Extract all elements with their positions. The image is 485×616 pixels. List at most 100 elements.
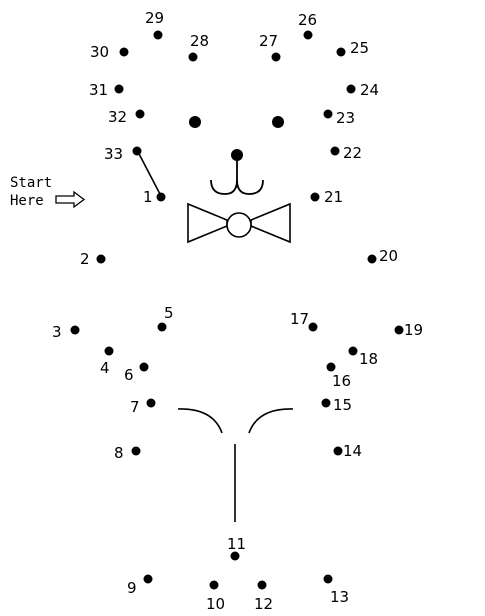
dot-number-label: 17 [290, 310, 309, 328]
dot-marker [153, 30, 163, 40]
dot-33: 33 [104, 145, 142, 163]
right-leg-curve [248, 408, 294, 434]
dot-number-label: 11 [227, 535, 246, 553]
dot-3: 3 [52, 323, 80, 341]
dot-number-label: 3 [52, 323, 62, 341]
dot-marker [323, 109, 333, 119]
dot-16: 16 [326, 362, 351, 390]
bow-tie [187, 202, 291, 244]
left-eye [189, 116, 201, 128]
dot-8: 8 [114, 444, 141, 462]
dot-marker [348, 346, 358, 356]
dot-number-label: 5 [164, 304, 174, 322]
dot-18: 18 [348, 346, 378, 368]
dot-22: 22 [330, 144, 362, 162]
dot-number-label: 4 [100, 359, 110, 377]
dot-number-label: 27 [259, 32, 278, 50]
dot-marker [157, 322, 167, 332]
dot-number-label: 28 [190, 32, 209, 50]
dot-13: 13 [323, 574, 349, 606]
dot-30: 30 [90, 43, 129, 61]
dot-number-label: 31 [89, 81, 108, 99]
start-label-line2: Here [10, 193, 44, 209]
dot-marker [135, 109, 145, 119]
dot-15: 15 [321, 396, 352, 414]
dot-number-label: 2 [80, 250, 90, 268]
dot-number-label: 24 [360, 81, 379, 99]
dot-21: 21 [310, 188, 343, 206]
nose [231, 149, 243, 161]
dot-2: 2 [80, 250, 106, 268]
dot-marker [114, 84, 124, 94]
dot-number-label: 19 [404, 321, 423, 339]
dot-number-label: 16 [332, 372, 351, 390]
dot-marker [310, 192, 320, 202]
dot-number-label: 18 [359, 350, 378, 368]
dot-marker [143, 574, 153, 584]
dot-10: 10 [206, 580, 225, 613]
dot-number-label: 12 [254, 595, 273, 613]
dot-marker [70, 325, 80, 335]
dot-marker [209, 580, 219, 590]
dot-number-label: 23 [336, 109, 355, 127]
dot-marker [104, 346, 114, 356]
dot-number-label: 21 [324, 188, 343, 206]
dot-number-label: 29 [145, 9, 164, 27]
dot-marker [271, 52, 281, 62]
dot-20: 20 [367, 247, 398, 265]
dot-marker [336, 47, 346, 57]
dot-26: 26 [298, 11, 317, 40]
dot-32: 32 [108, 108, 145, 126]
dot-marker [146, 398, 156, 408]
dot-number-label: 13 [330, 588, 349, 606]
dot-31: 31 [89, 81, 124, 99]
dot-5: 5 [157, 304, 174, 332]
dot-1: 1 [143, 188, 166, 206]
dot-number-label: 9 [127, 579, 137, 597]
dot-number-label: 32 [108, 108, 127, 126]
dot-29: 29 [145, 9, 164, 40]
dot-number-label: 8 [114, 444, 124, 462]
dot-number-label: 25 [350, 39, 369, 57]
dot-number-label: 7 [130, 398, 140, 416]
dot-17: 17 [290, 310, 318, 332]
start-arrow-icon [55, 190, 86, 209]
dot-marker [394, 325, 404, 335]
dot-marker [188, 52, 198, 62]
dot-7: 7 [130, 398, 156, 416]
dot-marker [132, 146, 142, 156]
dot-number-label: 14 [343, 442, 362, 460]
dot-marker [156, 192, 166, 202]
dot-number-label: 10 [206, 595, 225, 613]
mouth-right [236, 179, 264, 195]
dot-marker [119, 47, 129, 57]
dot-6: 6 [124, 362, 149, 384]
dot-marker [139, 362, 149, 372]
dot-marker [326, 362, 336, 372]
dot-marker [321, 398, 331, 408]
dot-11: 11 [227, 535, 246, 561]
dot-marker [367, 254, 377, 264]
dot-14: 14 [333, 442, 362, 460]
dot-marker [303, 30, 313, 40]
right-eye [272, 116, 284, 128]
left-leg-curve [177, 408, 223, 434]
dot-9: 9 [127, 574, 153, 597]
dot-number-label: 26 [298, 11, 317, 29]
dot-27: 27 [259, 32, 281, 62]
dot-28: 28 [188, 32, 209, 62]
dot-marker [308, 322, 318, 332]
dot-number-label: 15 [333, 396, 352, 414]
dot-marker [346, 84, 356, 94]
dot-marker [131, 446, 141, 456]
dot-number-label: 33 [104, 145, 123, 163]
dot-12: 12 [254, 580, 273, 613]
dot-marker [333, 446, 343, 456]
dot-4: 4 [100, 346, 114, 377]
connector-33-to-1 [136, 149, 162, 197]
dot-marker [330, 146, 340, 156]
dot-number-label: 6 [124, 366, 134, 384]
